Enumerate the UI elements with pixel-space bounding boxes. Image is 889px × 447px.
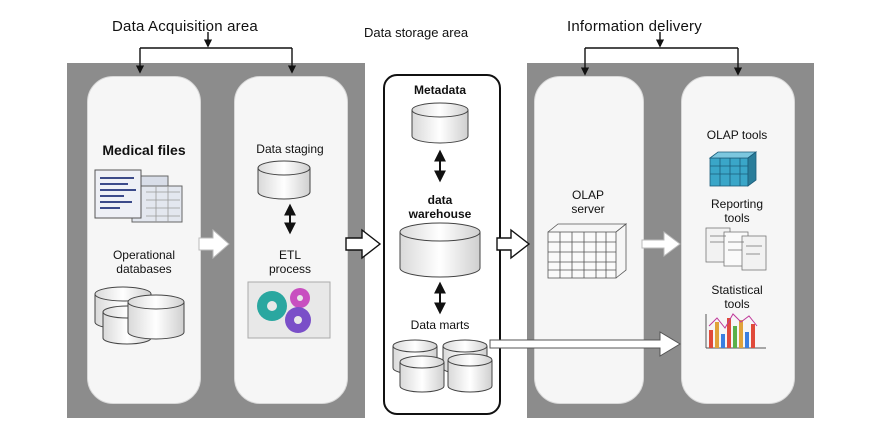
- delivery-area-title: Information delivery: [567, 18, 702, 35]
- data-marts-label: Data marts: [410, 318, 470, 332]
- olap-cube-icon: [547, 223, 628, 279]
- warehouse-database-icon: [399, 222, 481, 278]
- sources-column: [87, 76, 201, 404]
- flow-arrow-marts-tools: [489, 331, 681, 357]
- reporting-tools-label: Reporting tools: [710, 197, 764, 225]
- acquisition-bracket: [135, 32, 297, 74]
- operational-databases-label: Operational databases: [112, 248, 176, 276]
- etl-process-label: ETL process: [268, 248, 312, 276]
- flow-arrow-etl-storage: [345, 228, 382, 260]
- document-stack-icon: [94, 169, 183, 223]
- cube-icon: [708, 151, 758, 187]
- operational-databases-icon: [94, 286, 185, 345]
- olap-tools-label: OLAP tools: [706, 128, 768, 142]
- flow-arrow-sources-staging: [198, 228, 230, 260]
- storage-area-title: Data storage area: [364, 25, 469, 40]
- medical-files-label: Medical files: [102, 142, 186, 158]
- olap-server-label: OLAP server: [571, 188, 605, 216]
- report-icon: [705, 227, 767, 271]
- data-staging-label: Data staging: [256, 142, 324, 156]
- statistical-tools-label: Statistical tools: [711, 283, 763, 311]
- acquisition-area-title: Data Acquisition area: [112, 18, 258, 35]
- flow-arrow-olap-tools: [641, 231, 681, 257]
- metadata-database-icon: [411, 102, 469, 144]
- delivery-bracket: [580, 32, 743, 76]
- data-warehouse-label: data warehouse: [408, 193, 472, 221]
- data-marts-icon: [392, 339, 493, 393]
- database-icon: [257, 160, 311, 200]
- staging-column: [234, 76, 348, 404]
- gears-icon: [247, 281, 331, 339]
- bar-chart-icon: [705, 313, 766, 349]
- flow-arrow-storage-olap: [496, 228, 531, 260]
- metadata-label: Metadata: [413, 83, 466, 97]
